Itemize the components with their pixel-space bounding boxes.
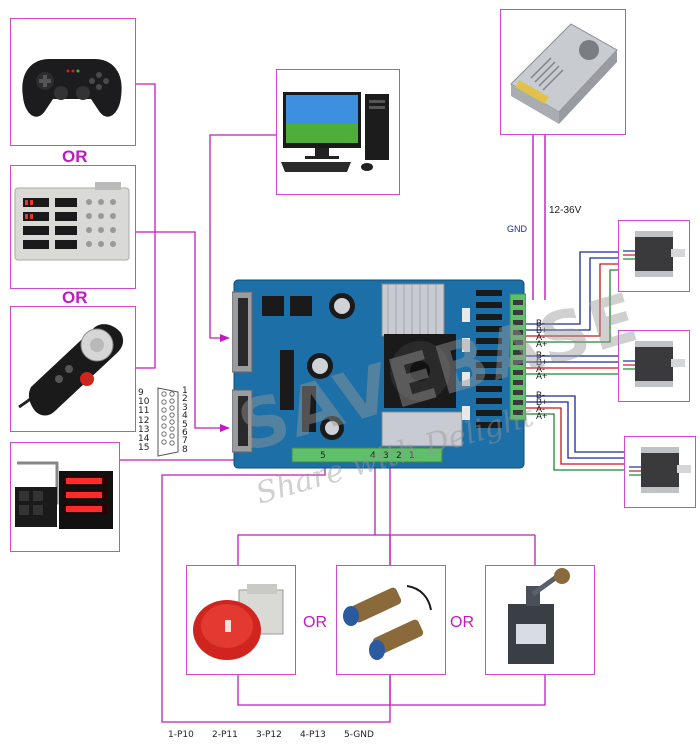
- stepper-motor-1-box: [618, 220, 690, 292]
- db15-pin-number: 5: [182, 419, 188, 430]
- controller-board: [231, 278, 527, 470]
- power-supply-icon: [510, 23, 618, 124]
- digital-display-box: [10, 442, 120, 552]
- pin-mapping-label: 2-P11: [212, 730, 238, 740]
- db15-pin-number: 14: [138, 434, 150, 444]
- digital-display-icon: [15, 461, 113, 529]
- handwheel-pendant-icon: [18, 324, 124, 416]
- stepper-motor-3-box: [624, 436, 696, 508]
- db15-pin-number: 10: [138, 397, 150, 408]
- motor-wire-label: A-: [536, 404, 545, 414]
- db15-pin-number: 9: [138, 388, 144, 398]
- terminal-number: 4: [370, 451, 376, 461]
- pin-mapping-label: 1-P10: [168, 730, 194, 740]
- or-label: OR: [450, 614, 474, 631]
- limit-switch-box: [485, 565, 595, 675]
- proximity-sensor-icon: [343, 585, 432, 660]
- pin-mapping-label: 4-P13: [300, 730, 326, 740]
- terminal-number: 5: [320, 451, 326, 461]
- db15-pin-number: 1: [182, 386, 188, 396]
- motor-wire-label: B-: [536, 390, 545, 400]
- or-label: OR: [62, 288, 88, 307]
- control-pendant-icon: [14, 182, 130, 261]
- stepper-motor-2-box: [618, 330, 690, 402]
- desktop-computer-icon: [281, 92, 389, 172]
- motor-wire-label: A-: [536, 332, 545, 342]
- motor-wire-label: B-: [536, 350, 545, 360]
- motor-wire-label: B-: [536, 318, 545, 328]
- bottom-pin-labels: 1-P10 2-P11 3-P12 4-P13 5-GND: [168, 730, 408, 742]
- db15-pin-number: 4: [182, 411, 188, 422]
- power-supply-box: [500, 9, 626, 135]
- motor-wire-label: A-: [536, 364, 545, 374]
- motor-wire-label: A+: [536, 371, 548, 381]
- db15-pin-number: 13: [138, 424, 150, 435]
- db15-pin-number: 12: [138, 415, 150, 426]
- db15-pin-number: 8: [182, 444, 188, 455]
- motor-wire-label: B+: [536, 397, 548, 407]
- pin-mapping-label: 5-GND: [344, 730, 374, 740]
- db15-pin-number: 3: [182, 402, 188, 413]
- db15-connector-icon: [157, 387, 179, 457]
- gamepad-icon: [22, 59, 122, 117]
- stepper-motor-icon: [629, 447, 691, 493]
- emergency-stop-box: [186, 565, 296, 675]
- terminal-number: 1: [409, 451, 415, 461]
- db15-pin-number: 11: [138, 406, 150, 417]
- emergency-stop-icon: [193, 584, 284, 660]
- gamepad-box: [10, 18, 136, 146]
- or-label: OR: [62, 147, 88, 166]
- gnd-label: GND: [507, 224, 527, 234]
- motor-wire-label: A+: [536, 339, 548, 349]
- controller-board-icon: [231, 279, 527, 469]
- stepper-motor-icon: [623, 341, 685, 387]
- computer-box: [276, 69, 400, 195]
- db15-pin-number: 2: [182, 394, 188, 405]
- stepper-motor-icon: [623, 231, 685, 277]
- motor-wire-label: B+: [536, 357, 548, 367]
- proximity-sensor-box: [336, 565, 446, 675]
- db15-pin-number: 7: [182, 436, 188, 447]
- control-pendant-box: [10, 165, 136, 289]
- voltage-label: 12-36V: [549, 205, 582, 216]
- motor-wire-label: B+: [536, 325, 548, 335]
- pin-mapping-label: 3-P12: [256, 730, 282, 740]
- limit-switch-icon: [508, 568, 570, 664]
- motor-wire-label: A+: [536, 411, 548, 421]
- terminal-number: 3: [383, 451, 389, 461]
- or-label: OR: [303, 614, 327, 631]
- terminal-number: 2: [396, 451, 402, 461]
- handwheel-box: [10, 306, 136, 432]
- db15-pin-number: 15: [138, 443, 150, 454]
- db15-pin-number: 6: [182, 428, 188, 438]
